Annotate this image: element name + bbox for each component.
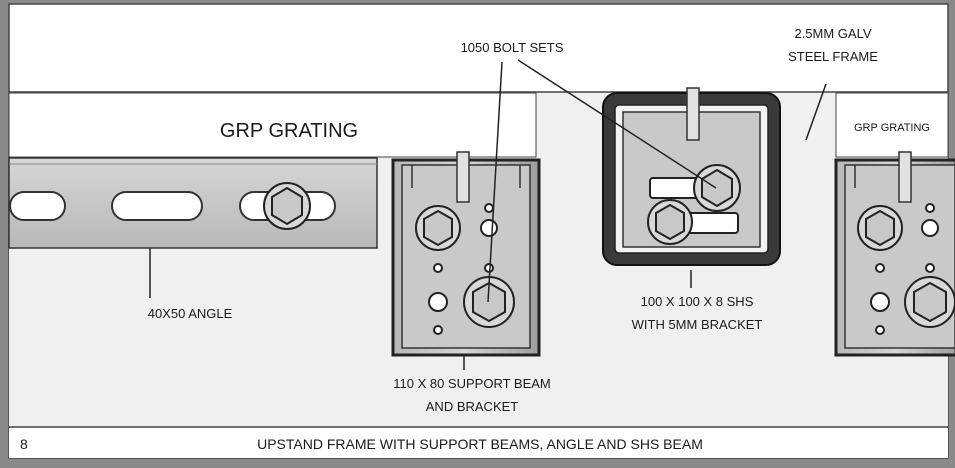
hex-bolt-icon bbox=[904, 276, 955, 328]
steel-frame-label-line1: 2.5MM GALV bbox=[794, 26, 871, 41]
hex-bolt-icon bbox=[463, 276, 515, 328]
leader-lines bbox=[149, 59, 827, 370]
hex-bolt-icon bbox=[415, 205, 461, 251]
threaded-rod bbox=[456, 151, 470, 203]
slot-hole bbox=[111, 191, 203, 221]
hex-bolt-icon bbox=[857, 205, 903, 251]
support-beam-label-line1: 110 X 80 SUPPORT BEAM bbox=[393, 376, 551, 391]
grp-grating-label: GRP GRATING bbox=[220, 120, 358, 142]
support-beam-label-line2: AND BRACKET bbox=[426, 399, 519, 414]
support-beam-right bbox=[834, 151, 955, 357]
shs-label-line1: 100 X 100 X 8 SHS bbox=[641, 294, 754, 309]
shs-beam bbox=[602, 87, 781, 266]
threaded-rod bbox=[898, 151, 912, 203]
grp-grating-panel bbox=[8, 92, 537, 158]
figure-number: 8 bbox=[20, 436, 28, 452]
caption-bar bbox=[9, 428, 948, 458]
leader-line bbox=[517, 59, 717, 189]
hex-bolt-icon bbox=[693, 164, 741, 212]
steel-frame-label-line2: STEEL FRAME bbox=[788, 49, 878, 64]
leader-line bbox=[805, 83, 827, 141]
bolt-sets-label: 1050 BOLT SETS bbox=[461, 40, 564, 55]
shs-label-line2: WITH 5MM BRACKET bbox=[632, 317, 763, 332]
leader-line bbox=[487, 61, 503, 303]
figure-caption: UPSTAND FRAME WITH SUPPORT BEAMS, ANGLE … bbox=[257, 436, 703, 452]
slot-hole bbox=[9, 191, 66, 221]
hex-bolt-icon bbox=[263, 182, 311, 230]
angle-profile bbox=[8, 157, 378, 249]
grp-grating-small-label: GRP GRATING bbox=[854, 122, 930, 134]
angle-label: 40X50 ANGLE bbox=[148, 306, 233, 321]
hex-bolt-icon bbox=[647, 199, 693, 245]
grp-grating-panel-right bbox=[835, 92, 949, 158]
threaded-rod bbox=[686, 87, 700, 141]
support-beam bbox=[391, 151, 541, 357]
